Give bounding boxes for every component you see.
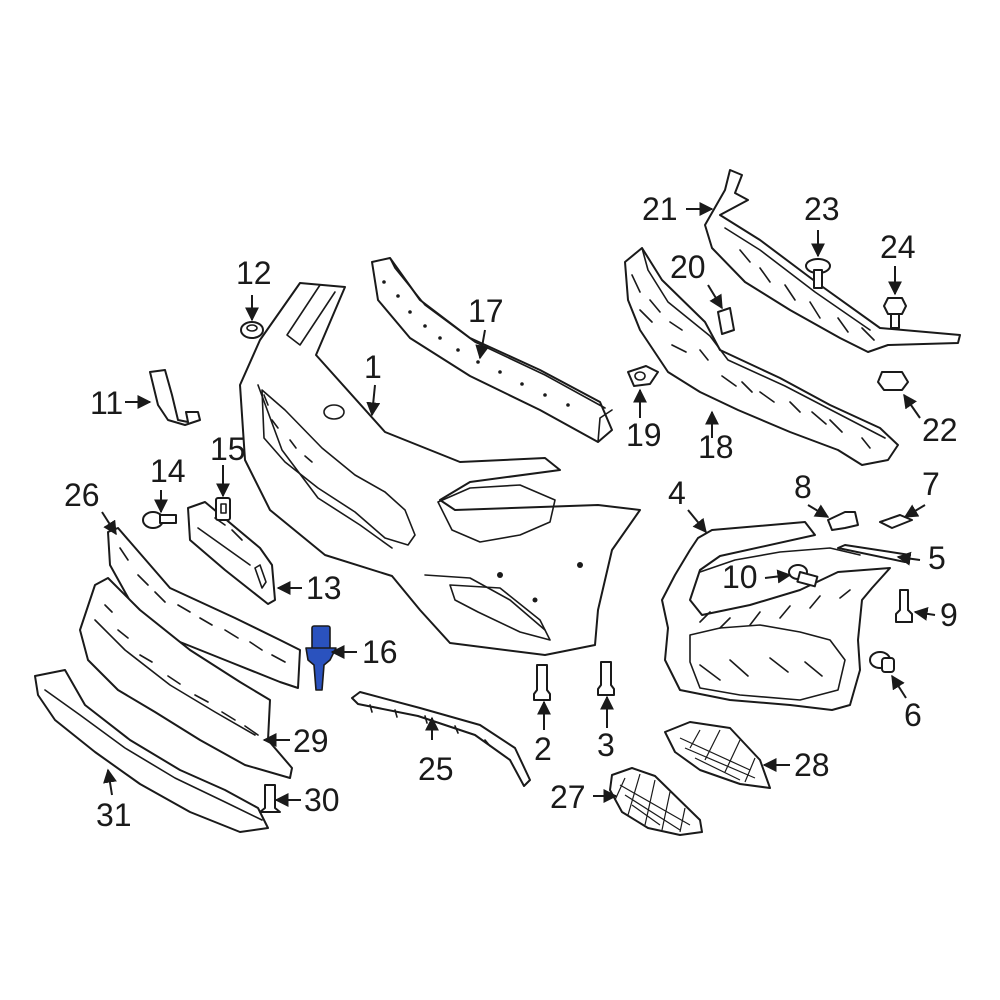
bolt-9-part[interactable] — [895, 589, 913, 623]
callout-4[interactable]: 4 — [668, 475, 686, 511]
callout-27[interactable]: 27 — [550, 779, 586, 815]
screw-30-part[interactable] — [259, 784, 281, 813]
callout-10[interactable]: 10 — [722, 559, 758, 595]
sensor-6-part[interactable] — [869, 651, 895, 673]
callout-31[interactable]: 31 — [96, 797, 132, 833]
callout-2[interactable]: 2 — [534, 731, 552, 767]
callout-18[interactable]: 18 — [698, 429, 734, 465]
callout-21[interactable]: 21 — [642, 191, 678, 227]
callout-20[interactable]: 20 — [670, 249, 706, 285]
callout-9[interactable]: 9 — [940, 597, 958, 633]
callout-25[interactable]: 25 — [418, 751, 454, 787]
plate-20-part[interactable] — [717, 307, 735, 335]
callout-5[interactable]: 5 — [928, 540, 946, 576]
callout-13[interactable]: 13 — [306, 570, 342, 606]
callout-19[interactable]: 19 — [626, 417, 662, 453]
bolt-14-part[interactable] — [142, 511, 177, 529]
side-bracket-part[interactable] — [661, 521, 891, 711]
bolt-2-part[interactable] — [533, 664, 551, 701]
callout-17[interactable]: 17 — [468, 293, 504, 329]
callout-8[interactable]: 8 — [794, 469, 812, 505]
callout-15[interactable]: 15 — [210, 431, 246, 467]
leader-lines — [101, 202, 936, 807]
grille-insert-right-part[interactable] — [664, 721, 771, 789]
callout-24[interactable]: 24 — [880, 229, 916, 265]
fasteners — [142, 258, 913, 813]
tow-cover-part[interactable] — [149, 369, 201, 426]
grommet-part[interactable] — [240, 321, 264, 339]
bumper-cover-part[interactable] — [239, 282, 641, 656]
callout-16[interactable]: 16 — [362, 634, 398, 670]
callout-3[interactable]: 3 — [597, 727, 615, 763]
callout-23[interactable]: 23 — [804, 191, 840, 227]
callout-28[interactable]: 28 — [794, 747, 830, 783]
callout-22[interactable]: 22 — [922, 412, 958, 448]
lower-grille-part[interactable] — [79, 577, 293, 779]
callout-26[interactable]: 26 — [64, 477, 100, 513]
stud-23-part[interactable] — [805, 258, 831, 289]
callout-7[interactable]: 7 — [922, 466, 940, 502]
callout-30[interactable]: 30 — [304, 782, 340, 818]
strip-5-part[interactable] — [837, 544, 911, 563]
grille-insert-left-part[interactable] — [609, 767, 703, 836]
callout-29[interactable]: 29 — [293, 723, 329, 759]
callout-11[interactable]: 11 — [90, 385, 123, 421]
pad-7-part[interactable] — [879, 514, 913, 529]
bolt-3-part[interactable] — [597, 661, 615, 696]
upper-reinforcement-part[interactable] — [371, 257, 613, 443]
energy-absorber-part[interactable] — [624, 247, 899, 466]
license-bracket-part[interactable] — [187, 501, 276, 605]
bolt-10-part[interactable] — [788, 564, 819, 588]
callout-labels: 1 2 3 4 5 6 7 8 9 10 11 12 13 14 15 16 1… — [64, 191, 958, 833]
nut-22-part[interactable] — [877, 371, 909, 391]
bolt-8-part[interactable] — [827, 511, 859, 531]
callout-6[interactable]: 6 — [904, 697, 922, 733]
lower-spoiler-part[interactable] — [34, 669, 269, 833]
callout-1[interactable]: 1 — [364, 349, 382, 385]
bolt-24-part[interactable] — [883, 297, 907, 329]
clip-15-part[interactable] — [215, 497, 231, 521]
highlighted-part-16[interactable] — [305, 625, 337, 691]
callout-14[interactable]: 14 — [150, 453, 186, 489]
upper-mount-bracket-part[interactable] — [704, 169, 961, 353]
callout-12[interactable]: 12 — [236, 255, 272, 291]
nut-19-part[interactable] — [627, 365, 659, 387]
